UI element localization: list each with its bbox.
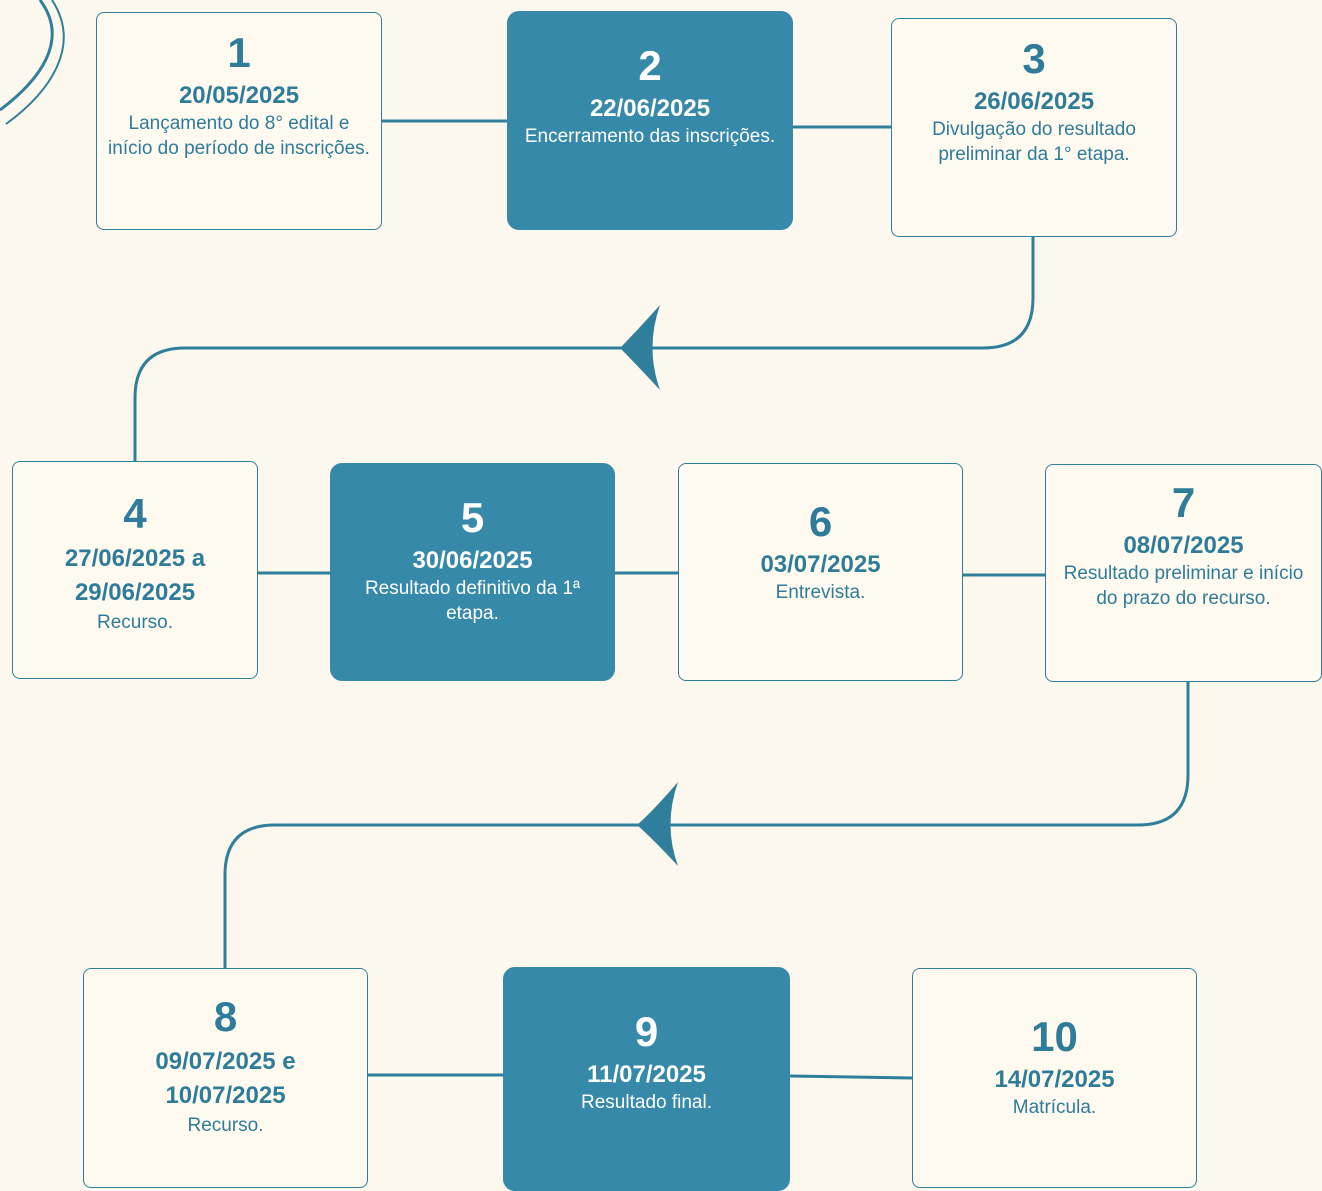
direction-arrow-icon-2 [637, 782, 678, 866]
step-number: 4 [123, 490, 147, 537]
step-2-card: 2 22/06/2025 Encerramento das inscrições… [507, 11, 793, 230]
decorative-swirl [0, 0, 54, 112]
step-description: Recurso. [96, 612, 174, 633]
step-8-card: 8 09/07/2025 e 10/07/2025 Recurso. [83, 968, 368, 1188]
step-number: 3 [1022, 35, 1046, 82]
step-date: 08/07/2025 [1123, 532, 1244, 559]
step-6-card: 6 03/07/2025 Entrevista. [678, 463, 963, 681]
step-date: 30/06/2025 [412, 547, 533, 574]
step-description: Recurso. [187, 1115, 264, 1136]
connector-9-10 [789, 1074, 913, 1080]
step-number: 9 [634, 1008, 659, 1055]
step-number: 5 [460, 494, 485, 541]
connector-3-4 [133, 237, 1035, 461]
step-date: 14/07/2025 [994, 1066, 1115, 1093]
step-3-card: 3 26/06/2025 Divulgação do resultado pre… [891, 18, 1177, 237]
step-7-card: 7 08/07/2025 Resultado preliminar e iníc… [1045, 464, 1322, 682]
step-date: 27/06/2025 a 29/06/2025 [64, 545, 206, 606]
step-4-card: 4 27/06/2025 a 29/06/2025 Recurso. [12, 461, 258, 679]
step-description: Resultado final. [581, 1092, 712, 1113]
step-date: 22/06/2025 [589, 95, 711, 122]
step-number: 6 [808, 498, 833, 545]
step-date: 03/07/2025 [760, 551, 881, 578]
step-5-card: 5 30/06/2025 Resultado definitivo da 1ª … [330, 463, 615, 681]
step-date: 09/07/2025 e 10/07/2025 [155, 1048, 296, 1109]
step-number: 1 [227, 29, 251, 76]
step-description: Resultado preliminar e início do prazo d… [1063, 563, 1304, 609]
step-description: Encerramento das inscrições. [524, 126, 776, 147]
step-description: Resultado definitivo da 1ª etapa. [364, 578, 581, 624]
step-1-card: 1 20/05/2025 Lançamento do 8° edital e i… [96, 12, 382, 230]
decorative-swirl-inner [5, 0, 65, 125]
step-number: 8 [213, 993, 238, 1040]
step-description: Matrícula. [1012, 1097, 1097, 1118]
direction-arrow-icon [620, 305, 660, 390]
step-date: 20/05/2025 [178, 82, 300, 109]
step-description: Lançamento do 8° edital e início do perí… [108, 113, 370, 159]
step-date: 11/07/2025 [587, 1061, 706, 1088]
connector-7-8 [223, 682, 1190, 968]
step-date: 26/06/2025 [973, 88, 1095, 115]
step-number: 7 [1171, 479, 1196, 526]
step-description: Divulgação do resultado preliminar da 1°… [932, 119, 1136, 165]
step-10-card: 10 14/07/2025 Matrícula. [912, 968, 1197, 1188]
step-number: 2 [638, 42, 662, 89]
step-description: Entrevista. [775, 582, 866, 603]
step-number: 10 [1031, 1013, 1078, 1060]
step-9-card: 9 11/07/2025 Resultado final. [503, 967, 790, 1191]
